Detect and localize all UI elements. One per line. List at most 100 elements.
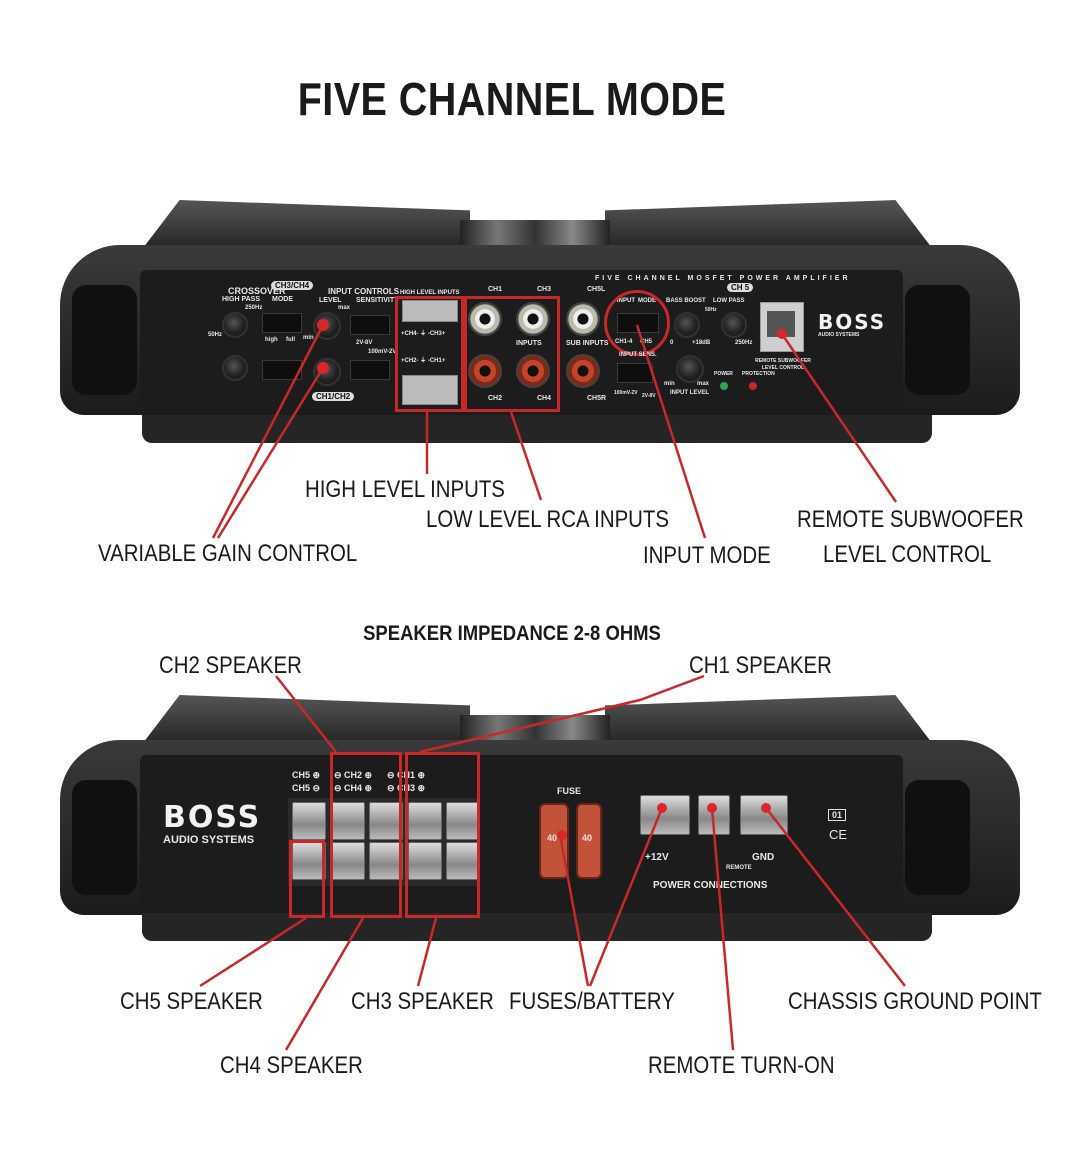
callout-ch3-speaker: CH3 SPEAKER: [351, 988, 494, 1015]
rca-ch2-label: CH2: [488, 395, 503, 402]
ch5-highlight: [289, 840, 325, 918]
top-brand-logo: BOSS: [818, 310, 887, 334]
speaker-terminal-screw[interactable]: [369, 802, 403, 840]
rca-ch3-jack[interactable]: [516, 302, 550, 336]
cert-box: 01: [828, 809, 847, 821]
input-sens-switch[interactable]: [617, 363, 653, 383]
low-pass-low: 50Hz: [705, 307, 717, 313]
terminal-plus12v[interactable]: [640, 795, 690, 835]
rca-ch5r-jack[interactable]: [566, 354, 600, 388]
ch12-tag: CH1/CH2: [312, 392, 355, 401]
rca-ch5r-label: CH5R: [587, 395, 607, 402]
callout-ch2-speaker: CH2 SPEAKER: [159, 652, 302, 679]
sensitivity-switch-ch12[interactable]: [350, 360, 390, 380]
callout-ch4-speaker: CH4 SPEAKER: [220, 1052, 363, 1079]
terminal-label-ch5-plus: CH5 ⊕: [292, 770, 321, 780]
high-level-inputs-label: HIGH LEVEL INPUTS: [400, 290, 460, 296]
ch5-tag: CH 5: [727, 283, 754, 292]
input-sens-high: 2V-8V: [642, 393, 656, 399]
input-sens-label: INPUT SENS.: [619, 352, 657, 358]
high-level-connector-top[interactable]: [402, 300, 458, 322]
crossover-mode-switch-ch12[interactable]: [262, 360, 302, 380]
speaker-terminal-screw[interactable]: [292, 802, 326, 840]
level-knob-ch34[interactable]: [313, 312, 341, 340]
bass-boost-max: +18dB: [692, 340, 711, 346]
top-amp-base: [142, 415, 932, 443]
speaker-terminal-screw[interactable]: [408, 842, 442, 880]
mode-high-label: high: [265, 337, 278, 343]
speaker-terminal-screw[interactable]: [292, 842, 326, 880]
low-pass-knob[interactable]: [721, 312, 747, 338]
bass-boost-knob[interactable]: [674, 312, 700, 338]
input-level-min: min: [664, 381, 675, 387]
terminal-gnd[interactable]: [740, 795, 788, 835]
high-pass-knob-ch12[interactable]: [222, 355, 248, 381]
mode-full-label: full: [286, 337, 295, 343]
top-right-grill: [905, 285, 970, 395]
terminal-label-ch2: ⊖ CH2 ⊕: [334, 770, 373, 780]
bass-boost-min: 0: [670, 340, 674, 346]
rca-ch4-jack[interactable]: [516, 354, 550, 388]
input-level-knob[interactable]: [676, 355, 704, 383]
callout-remote-line2: LEVEL CONTROL: [823, 541, 992, 568]
fuse-2-rating: 40: [582, 833, 593, 843]
remote-port[interactable]: [760, 302, 804, 352]
callout-ch5-speaker: CH5 SPEAKER: [120, 988, 263, 1015]
callout-low-level-rca: LOW LEVEL RCA INPUTS: [426, 506, 669, 533]
power-led: [720, 382, 728, 390]
crossover-label: CROSSOVER: [228, 286, 286, 296]
level-label: LEVEL: [319, 297, 342, 304]
high-pass-knob-ch34[interactable]: [222, 312, 248, 338]
top-left-grill: [72, 285, 137, 395]
rca-inputs-label: INPUTS: [516, 340, 542, 347]
rca-ch3-label: CH3: [537, 286, 552, 293]
high-pass-label: HIGH PASS: [222, 296, 260, 303]
remote-port-label: REMOTE SUBWOOFER LEVEL CONTROL: [755, 358, 811, 371]
level-knob-ch12[interactable]: [313, 358, 341, 386]
callout-ch1-speaker: CH1 SPEAKER: [689, 652, 832, 679]
ce-mark: CE: [829, 827, 848, 842]
high-level-inputs-highlight: [395, 296, 464, 412]
speaker-terminal-screw[interactable]: [369, 842, 403, 880]
rca-ch2-jack[interactable]: [468, 354, 502, 388]
terminal-label-ch4: ⊖ CH4 ⊕: [334, 783, 373, 793]
ch2-ch4-highlight: [330, 752, 402, 918]
callout-remote-turn-on: REMOTE TURN-ON: [648, 1052, 835, 1079]
ch34-tag: CH3/CH4: [271, 281, 314, 290]
panel-title: FIVE CHANNEL MOSFET POWER AMPLIFIER: [595, 275, 851, 282]
callout-chassis-ground: CHASSIS GROUND POINT: [788, 988, 1042, 1015]
gnd-label: GND: [752, 852, 775, 863]
mode-label: MODE: [272, 296, 293, 303]
top-heatsink-right: [605, 200, 935, 252]
low-pass-high: 250Hz: [735, 340, 753, 346]
bottom-brand-logo: BOSS: [163, 800, 262, 835]
input-controls-label: INPUT CONTROLS: [328, 287, 400, 296]
sensitivity-switch-ch34[interactable]: [350, 315, 390, 335]
fuse-label: FUSE: [557, 786, 582, 796]
speaker-terminal-screw[interactable]: [408, 802, 442, 840]
page-title: FIVE CHANNEL MODE: [297, 73, 727, 125]
fuse-1-rating: 40: [547, 833, 558, 843]
remote-label: REMOTE: [726, 865, 752, 871]
input-level-max: max: [697, 381, 710, 387]
low-pass-label: LOW PASS: [713, 298, 745, 304]
bottom-amplifier: [60, 695, 1020, 941]
callout-remote-line1: REMOTE SUBWOOFER: [797, 506, 1024, 533]
input-mode-highlight-circle: [604, 290, 670, 356]
rca-ch1-jack[interactable]: [468, 302, 502, 336]
plus12v-label: +12V: [645, 852, 669, 863]
speaker-terminal-screw[interactable]: [446, 802, 480, 840]
crossover-mode-switch-ch34[interactable]: [262, 313, 302, 333]
bottom-brand-sub: AUDIO SYSTEMS: [163, 834, 255, 846]
rca-ch5l-jack[interactable]: [566, 302, 600, 336]
speaker-terminal-screw[interactable]: [331, 802, 365, 840]
fuse-1[interactable]: 40: [539, 803, 569, 879]
sens-low-label: 100mV-2V: [368, 349, 397, 355]
terminal-remote[interactable]: [698, 795, 730, 835]
fuse-2[interactable]: 40: [576, 803, 602, 879]
impedance-subtitle: SPEAKER IMPEDANCE 2-8 OHMS: [363, 622, 661, 645]
callout-high-level-inputs: HIGH LEVEL INPUTS: [305, 476, 505, 503]
low-level-rca-highlight: [464, 296, 560, 412]
high-level-connector-bottom[interactable]: [402, 375, 458, 405]
